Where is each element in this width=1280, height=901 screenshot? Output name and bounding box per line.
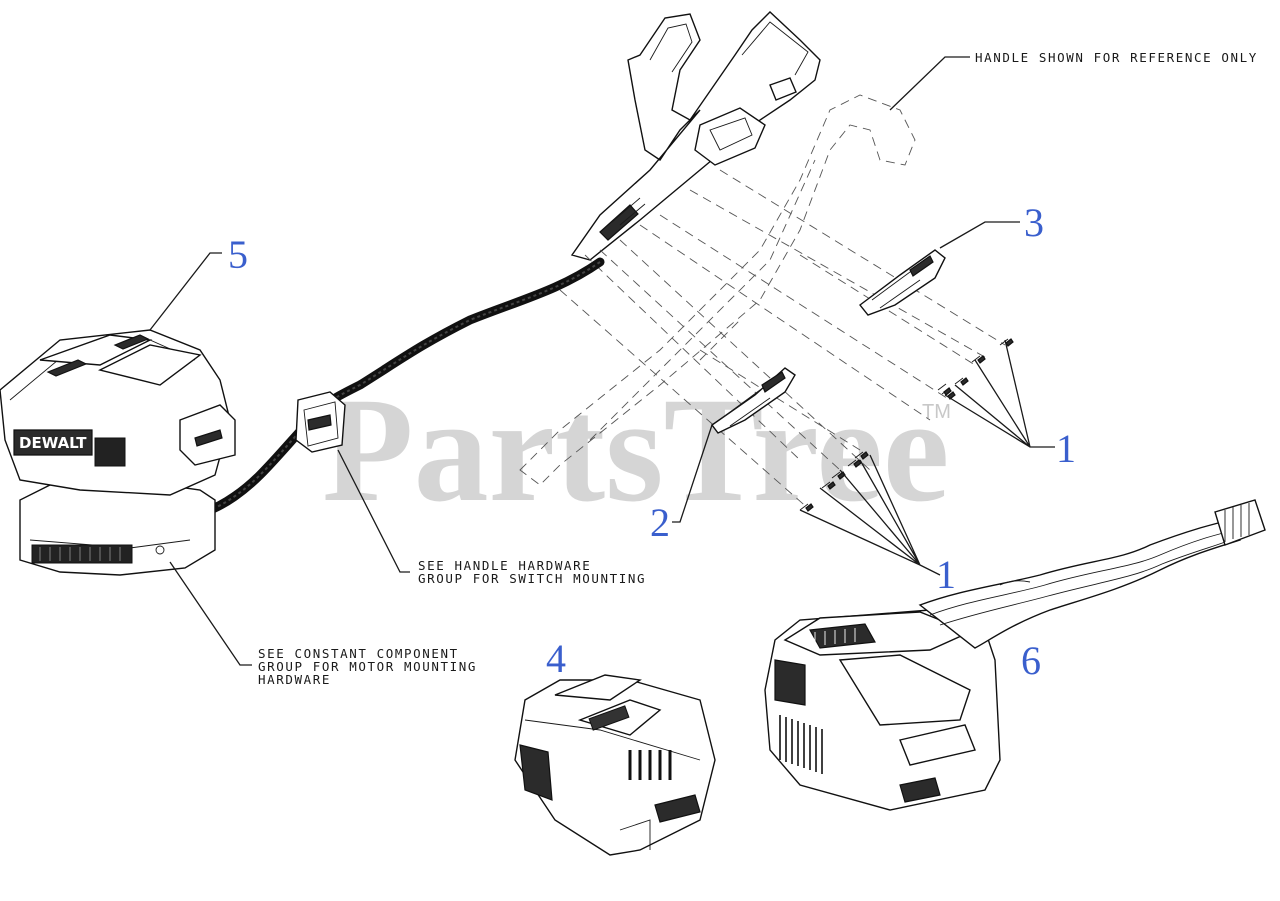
note-handle-hardware-1: SEE HANDLE HARDWARE bbox=[418, 558, 591, 573]
alignment-lines bbox=[559, 169, 1006, 511]
bracket-lower bbox=[711, 367, 796, 434]
note-constant-component-1: SEE CONSTANT COMPONENT bbox=[258, 646, 459, 661]
note-constant-component-3: HARDWARE bbox=[258, 672, 331, 687]
motor-head: DEWALT bbox=[0, 329, 236, 576]
callout-motor: 5 bbox=[228, 232, 248, 277]
charger bbox=[764, 499, 1266, 811]
battery bbox=[514, 674, 716, 856]
bracket-upper bbox=[859, 249, 946, 316]
callout-charger: 6 bbox=[1021, 638, 1041, 683]
leader-lines bbox=[149, 56, 1055, 666]
switch-box bbox=[295, 391, 346, 453]
motor-vents bbox=[31, 544, 133, 564]
handle-assembly bbox=[570, 11, 821, 261]
callout-bracket-upper: 3 bbox=[1024, 200, 1044, 245]
note-handle-reference: HANDLE SHOWN FOR REFERENCE ONLY bbox=[975, 50, 1258, 65]
callout-screws-lower: 1 bbox=[936, 552, 956, 597]
screws-upper bbox=[937, 338, 1014, 400]
callout-battery: 4 bbox=[546, 636, 566, 681]
reference-handle bbox=[519, 94, 916, 486]
callout-bracket-lower: 2 bbox=[650, 500, 670, 545]
wire-harness bbox=[200, 257, 605, 517]
watermark: PartsTree bbox=[322, 367, 949, 533]
callout-screws-upper: 1 bbox=[1056, 426, 1076, 471]
note-constant-component-2: GROUP FOR MOTOR MOUNTING bbox=[258, 659, 477, 674]
note-handle-hardware-2: GROUP FOR SWITCH MOUNTING bbox=[418, 571, 646, 586]
motor-grille bbox=[94, 437, 126, 467]
dewalt-logo: DEWALT bbox=[13, 429, 93, 456]
dewalt-logo-text: DEWALT bbox=[19, 434, 87, 452]
watermark-trademark: TM bbox=[922, 401, 951, 423]
